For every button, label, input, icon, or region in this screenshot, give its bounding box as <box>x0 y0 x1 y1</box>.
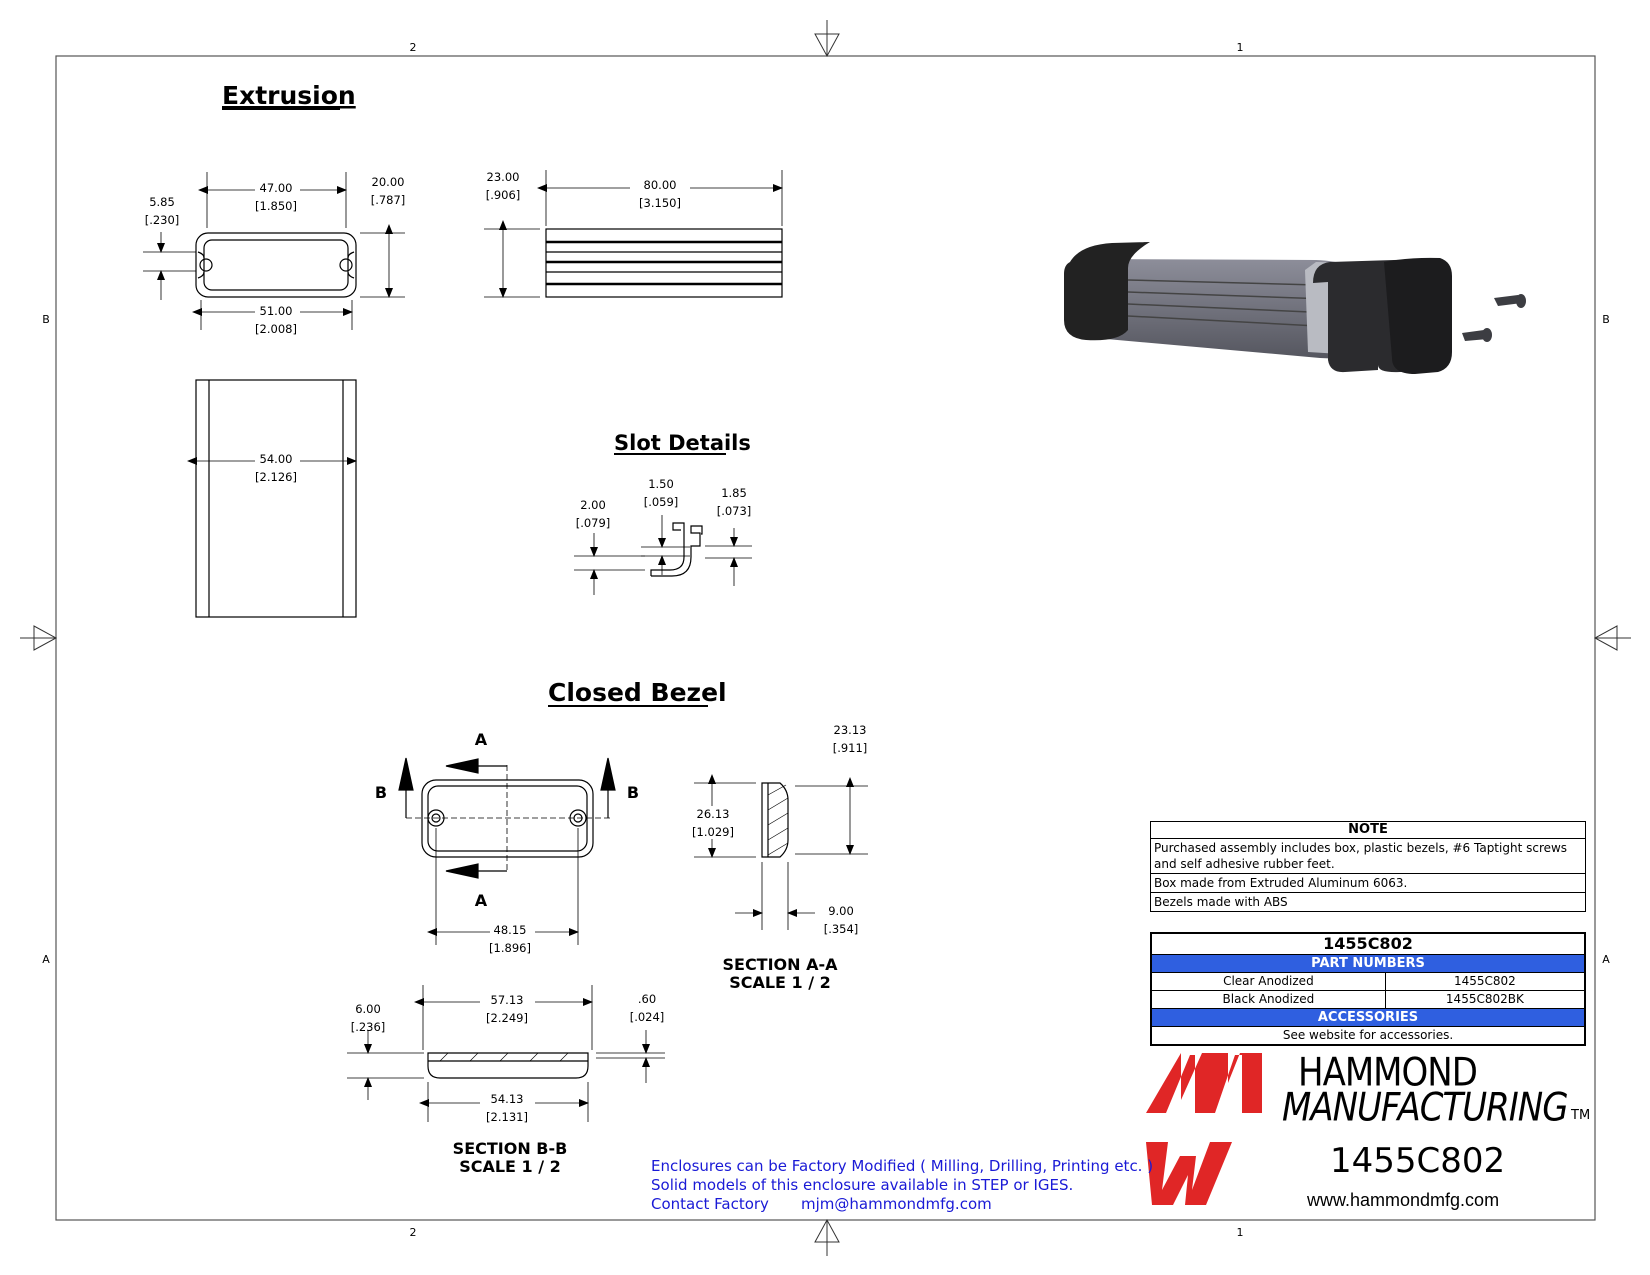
section-aa-caption: SECTION A-A SCALE 1 / 2 <box>700 956 860 992</box>
note-table: NOTE Purchased assembly includes box, pl… <box>1150 821 1586 912</box>
section-aa-dims <box>694 774 868 930</box>
dim-slot-200: 2.00 <box>580 498 606 512</box>
bezel-front-view <box>406 765 610 872</box>
section-bb-view <box>427 1052 589 1079</box>
section-bb-caption: SECTION B-B SCALE 1 / 2 <box>430 1140 590 1176</box>
brand-hammond: HAMMOND <box>1298 1050 1478 1096</box>
dim-2613: 26.13 <box>697 807 730 821</box>
dim-23: 23.00 <box>487 170 520 184</box>
zone-bottom-2: 2 <box>410 1226 417 1239</box>
extrusion-side-dims <box>484 170 783 298</box>
dim-060: .60 <box>638 992 656 1006</box>
dim-20-in: [.787] <box>371 193 406 207</box>
zone-top-1: 1 <box>1237 41 1244 54</box>
dim-54-in: [2.126] <box>255 470 297 484</box>
dim-51: 51.00 <box>260 304 293 318</box>
part-finish-1: Clear Anodized <box>1150 972 1386 991</box>
factory-contact-email[interactable]: mjm@hammondmfg.com <box>801 1195 992 1213</box>
section-aa-scale: SCALE 1 / 2 <box>729 973 831 992</box>
section-label-a-top: A <box>475 730 488 749</box>
zone-left-b: B <box>42 313 50 326</box>
zone-right-a: A <box>1602 953 1610 966</box>
dim-80-in: [3.150] <box>639 196 681 210</box>
dim-5713: 57.13 <box>491 993 524 1007</box>
note-line-1: Purchased assembly includes box, plastic… <box>1150 838 1586 874</box>
extrusion-end-view <box>195 232 357 298</box>
dim-slot-200-in: [.079] <box>576 516 611 530</box>
dim-2313-in: [.911] <box>833 741 868 755</box>
dim-slot-150: 1.50 <box>648 477 674 491</box>
part-numbers-band: PART NUMBERS <box>1150 954 1586 973</box>
dim-47: 47.00 <box>260 181 293 195</box>
parts-title: 1455C802 <box>1150 932 1586 955</box>
note-line-2: Box made from Extruded Aluminum 6063. <box>1150 873 1586 893</box>
accessories-text: See website for accessories. <box>1150 1026 1586 1046</box>
dim-80: 80.00 <box>644 178 677 192</box>
extrusion-side-view <box>545 228 783 298</box>
section-label-b-left: B <box>375 783 387 802</box>
accessories-band: ACCESSORIES <box>1150 1008 1586 1027</box>
section-bb-scale: SCALE 1 / 2 <box>459 1157 561 1176</box>
parts-table: 1455C802 PART NUMBERS Clear Anodized 145… <box>1150 932 1586 1046</box>
brand-manufacturing: MANUFACTURING <box>1282 1085 1569 1131</box>
extrusion-bottom-view <box>187 379 357 618</box>
dim-600: 6.00 <box>355 1002 381 1016</box>
dim-20: 20.00 <box>372 175 405 189</box>
dim-23-in: [.906] <box>486 188 521 202</box>
section-arrows <box>398 757 616 879</box>
dim-060-in: [.024] <box>630 1010 665 1024</box>
section-bb-title: SECTION B-B <box>452 1139 568 1158</box>
section-label-b-right: B <box>627 783 639 802</box>
factory-note-2: Solid models of this enclosure available… <box>651 1176 1074 1194</box>
dim-600-in: [.236] <box>351 1020 386 1034</box>
brand-website[interactable]: www.hammondmfg.com <box>1307 1190 1500 1210</box>
dim-47-in: [1.850] <box>255 199 297 213</box>
dim-slot-185-in: [.073] <box>717 504 752 518</box>
dim-slot-185: 1.85 <box>721 486 747 500</box>
dim-2313: 23.13 <box>834 723 867 737</box>
bezel-front-dims <box>427 828 579 945</box>
factory-contact-label: Contact Factory <box>651 1195 769 1213</box>
zone-left-a: A <box>42 953 50 966</box>
brand-tm: TM <box>1571 1108 1591 1123</box>
part-number-1: 1455C802 <box>1384 972 1586 991</box>
dim-5413: 54.13 <box>491 1092 524 1106</box>
factory-note-1: Enclosures can be Factory Modified ( Mil… <box>651 1157 1154 1175</box>
title-extrusion: Extrusion <box>222 81 356 110</box>
part-number-2: 1455C802BK <box>1384 990 1586 1009</box>
slot-detail-dims <box>574 515 752 595</box>
zone-right-b: B <box>1602 313 1610 326</box>
section-bb-dims <box>347 985 665 1122</box>
dim-5413-in: [2.131] <box>486 1110 528 1124</box>
dim-2613-in: [1.029] <box>692 825 734 839</box>
dim-585: 5.85 <box>149 195 175 209</box>
dim-585-in: [.230] <box>145 213 180 227</box>
dim-4815: 48.15 <box>494 923 527 937</box>
section-aa-view <box>761 782 789 858</box>
centering-marks <box>20 20 1631 1256</box>
title-closed-bezel: Closed Bezel <box>548 678 727 707</box>
brand-part-number: 1455C802 <box>1330 1141 1506 1181</box>
section-label-a-bottom: A <box>475 891 488 910</box>
note-line-3: Bezels made with ABS <box>1150 892 1586 912</box>
note-title: NOTE <box>1150 821 1586 839</box>
enclosure-3d-render <box>1064 242 1526 374</box>
dim-900-in: [.354] <box>824 922 859 936</box>
part-finish-2: Black Anodized <box>1150 990 1386 1009</box>
dim-slot-150-in: [.059] <box>644 495 679 509</box>
title-slot-details: Slot Details <box>614 431 751 455</box>
dim-51-in: [2.008] <box>255 322 297 336</box>
dim-5713-in: [2.249] <box>486 1011 528 1025</box>
hammond-logo <box>1146 1053 1262 1205</box>
dim-900: 9.00 <box>828 904 854 918</box>
extrusion-end-dims <box>143 172 405 330</box>
zone-bottom-1: 1 <box>1237 1226 1244 1239</box>
dim-4815-in: [1.896] <box>489 941 531 955</box>
slot-detail-view <box>650 522 703 577</box>
section-aa-title: SECTION A-A <box>722 955 838 974</box>
zone-top-2: 2 <box>410 41 417 54</box>
dim-54: 54.00 <box>260 452 293 466</box>
